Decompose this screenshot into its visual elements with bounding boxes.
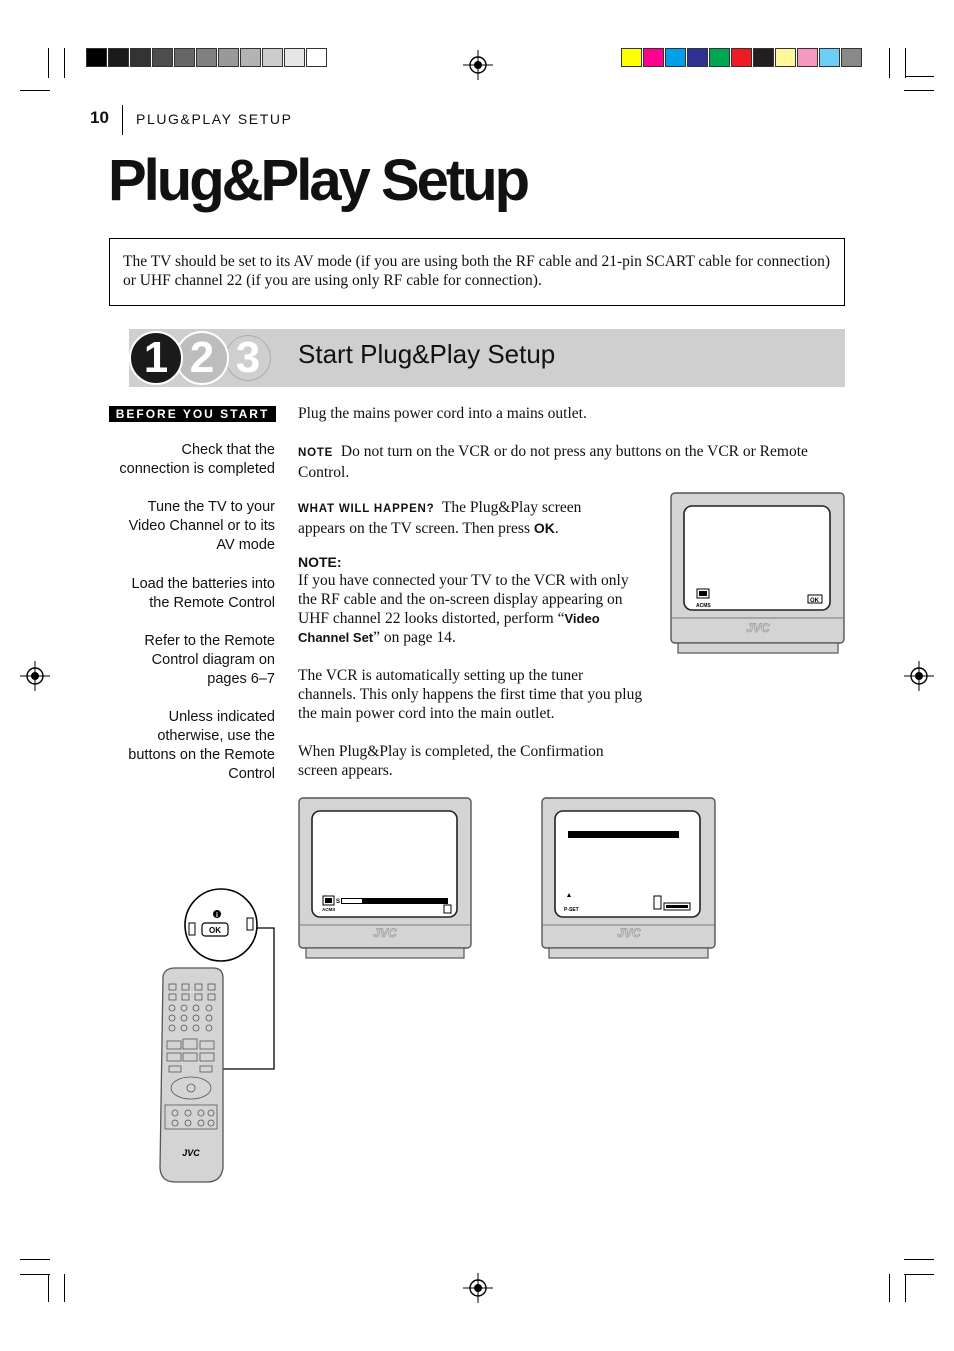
- color-swatch: [687, 48, 708, 67]
- color-swatch: [731, 48, 752, 67]
- color-swatch: [262, 48, 283, 67]
- what-will-happen-paragraph: WHAT WILL HAPPEN? The Plug&Play screen a…: [298, 498, 628, 538]
- what-will-happen-label: WHAT WILL HAPPEN?: [298, 503, 435, 515]
- screen-ok-label: OK: [810, 598, 820, 604]
- color-swatch: [218, 48, 239, 67]
- color-swatch: [152, 48, 173, 67]
- note2-text-end: ” on page 14.: [373, 629, 456, 646]
- color-swatch: [130, 48, 151, 67]
- ok-button-ref: OK: [533, 520, 555, 536]
- color-swatch: [174, 48, 195, 67]
- color-swatch: [284, 48, 305, 67]
- color-swatch: [306, 48, 327, 67]
- step-heading: Start Plug&Play Setup: [298, 339, 556, 369]
- punctuation: .: [554, 520, 559, 537]
- step-number-2: 2: [175, 331, 229, 385]
- page-number: 10: [90, 108, 109, 127]
- acms-label: ACMS: [322, 907, 335, 912]
- sidebar-item: Tune the TV to your Video Channel or to …: [128, 499, 275, 553]
- video-channel-set-ref: Video Channel Set: [298, 611, 600, 645]
- progress-end-label: E: [444, 899, 448, 905]
- tv-plug-and-play-screen: ACMS OK JVC: [670, 492, 845, 654]
- tuner-paragraph: The VCR is automatically setting up the …: [298, 667, 643, 722]
- color-swatch: [775, 48, 796, 67]
- info-icon: i: [216, 911, 218, 919]
- page-title: Plug&Play Setup: [108, 148, 530, 213]
- instruction-plug-in: Plug the mains power cord into a mains o…: [298, 405, 587, 422]
- remote-control-illustration: i OK JVC: [159, 888, 275, 1183]
- step-number-1: 1: [129, 331, 183, 385]
- tv-confirmation-screen: P-SET JVC: [541, 797, 716, 959]
- intro-text: The TV should be set to its AV mode (if …: [123, 253, 831, 289]
- grayscale-color-bar: [86, 48, 328, 67]
- note2-paragraph: If you have connected your TV to the VCR…: [298, 571, 636, 647]
- process-color-bar: [621, 48, 863, 67]
- color-swatch: [753, 48, 774, 67]
- sidebar-item: Unless indicated otherwise, use the butt…: [128, 709, 275, 782]
- color-swatch: [86, 48, 107, 67]
- sidebar-item: Load the batteries into the Remote Contr…: [131, 576, 276, 611]
- note-label: NOTE: [298, 447, 334, 459]
- registration-mark-top: [463, 50, 493, 80]
- color-swatch: [240, 48, 261, 67]
- before-you-start-badge: BEFORE YOU START: [109, 406, 276, 422]
- color-swatch: [108, 48, 129, 67]
- registration-mark-right: [904, 661, 934, 691]
- note-text: Do not turn on the VCR or do not press a…: [298, 443, 808, 481]
- confirmation-paragraph: When Plug&Play is completed, the Confirm…: [298, 743, 604, 779]
- tv-brand-logo: JVC: [617, 926, 641, 940]
- step-number-3: 3: [221, 331, 275, 385]
- color-swatch: [841, 48, 862, 67]
- progress-start-label: S: [336, 899, 340, 905]
- registration-mark-bottom: [463, 1273, 493, 1303]
- acms-label: ACMS: [696, 603, 711, 609]
- intro-box: The TV should be set to its AV mode (if …: [109, 238, 845, 306]
- running-head: PLUG&PLAY SETUP: [136, 111, 293, 127]
- color-swatch: [665, 48, 686, 67]
- sidebar-item: Refer to the Remote Control diagram on p…: [144, 633, 275, 687]
- note2-text: If you have connected your TV to the VCR…: [298, 572, 629, 627]
- color-swatch: [621, 48, 642, 67]
- what-will-happen-text: The Plug&Play screen appears on the TV s…: [298, 499, 582, 537]
- registration-mark-left: [20, 661, 50, 691]
- color-swatch: [709, 48, 730, 67]
- color-swatch: [819, 48, 840, 67]
- tv-brand-logo: JVC: [746, 621, 770, 635]
- note-paragraph: NOTE Do not turn on the VCR or do not pr…: [298, 442, 818, 482]
- note2-label: NOTE:: [298, 554, 342, 570]
- header-divider: [122, 105, 123, 135]
- remote-brand-logo: JVC: [182, 1148, 200, 1158]
- remote-ok-button-label: OK: [209, 926, 221, 935]
- color-swatch: [797, 48, 818, 67]
- pset-label: P-SET: [564, 907, 579, 913]
- color-swatch: [643, 48, 664, 67]
- tv-tuning-progress-screen: ACMS S E JVC: [298, 797, 472, 959]
- color-swatch: [196, 48, 217, 67]
- tv-brand-logo: JVC: [373, 926, 397, 940]
- sidebar-item: Check that the connection is completed: [119, 442, 275, 477]
